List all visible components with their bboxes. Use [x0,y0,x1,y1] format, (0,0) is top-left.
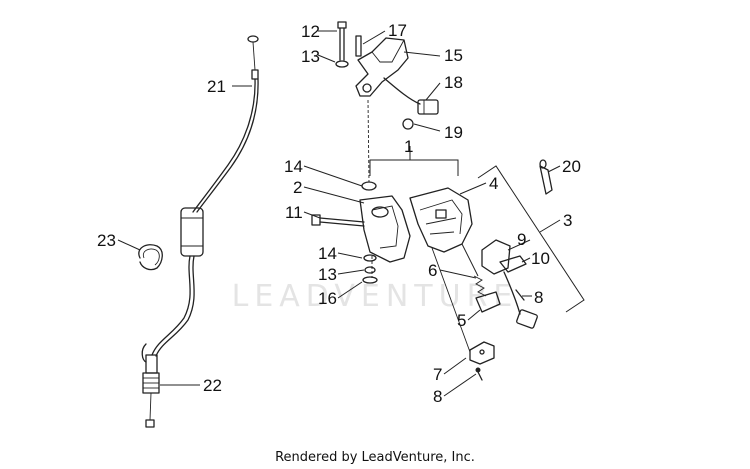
callout-8-upper: 8 [534,288,543,307]
callout-22: 22 [203,376,222,395]
callout-11: 11 [285,203,303,222]
callout-23: 23 [97,231,116,250]
leader-lines [117,30,561,397]
callout-14-lower: 14 [318,244,337,263]
callout-9: 9 [517,230,526,249]
footer-credit: Rendered by LeadVenture, Inc. [275,450,475,465]
callout-1: 1 [404,137,413,156]
callout-6: 6 [428,261,437,280]
callout-20: 20 [562,157,581,176]
callout-8-lower: 8 [433,387,442,406]
callout-5: 5 [457,311,466,330]
callout-labels: 12 17 13 15 18 19 21 1 14 2 4 20 11 3 9 … [97,21,581,406]
callout-3: 3 [563,211,572,230]
switch-assembly-drawing [473,159,553,329]
throttle-cable-drawing [141,35,259,428]
callout-10: 10 [531,249,550,268]
callout-19: 19 [444,123,463,142]
callout-2: 2 [293,178,302,197]
callout-21: 21 [207,77,226,96]
callout-16: 16 [318,289,337,308]
watermark: LEADVENTURE [232,279,519,314]
callout-15: 15 [444,46,463,65]
callout-14: 14 [284,157,303,176]
cable-clip-drawing [138,244,163,271]
callout-4: 4 [489,174,498,193]
callout-18: 18 [444,73,463,92]
callout-13-lower: 13 [318,265,337,284]
group-bracket-lines [369,146,585,313]
upper-bracket-drawing [335,21,439,183]
lower-bracket-drawing [469,341,495,381]
callout-7: 7 [433,365,442,384]
throttle-housing-drawing [311,181,479,353]
callout-13: 13 [301,47,320,66]
callout-17: 17 [388,21,407,40]
callout-12: 12 [301,22,320,41]
